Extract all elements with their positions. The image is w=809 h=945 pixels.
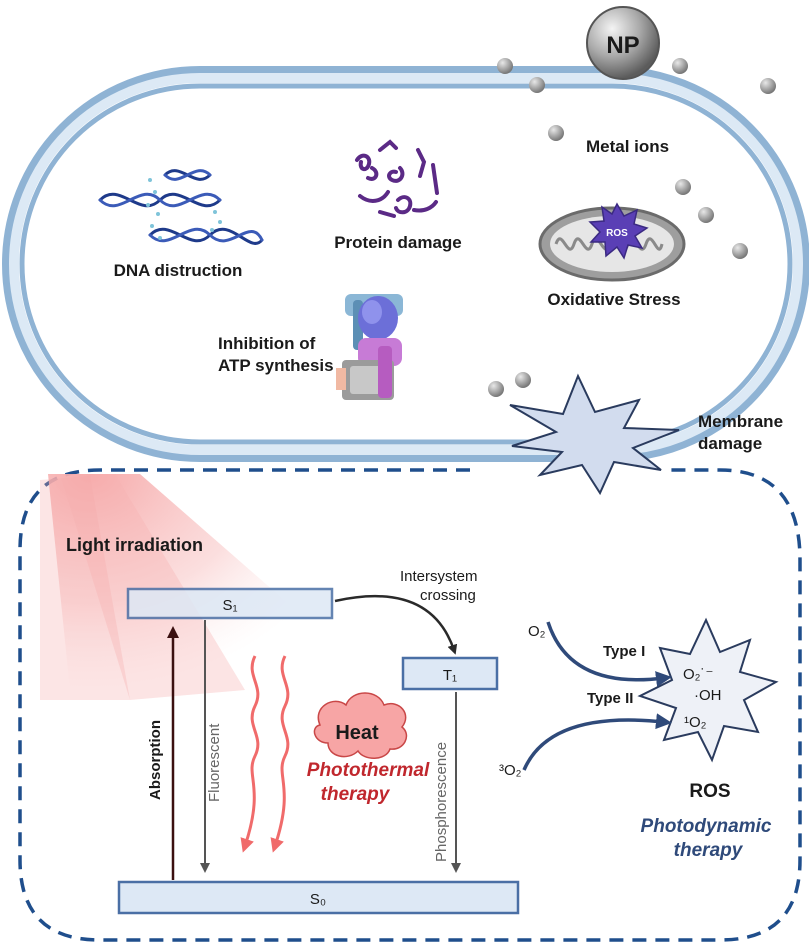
fluorescent-label: Fluorescent — [206, 723, 223, 802]
light-irradiation-label: Light irradiation — [66, 535, 203, 555]
photothermal-line1: Photothermal — [307, 760, 430, 781]
metal-ion — [529, 77, 545, 93]
phosphorescence-label: Phosphorescence — [433, 742, 450, 862]
dna-icon — [98, 169, 264, 245]
nanoparticle: NP — [586, 6, 660, 80]
s1-level: S₁ — [126, 587, 334, 620]
ros-star-icon — [637, 617, 779, 763]
photothermal-line2: therapy — [321, 784, 391, 805]
heat-cloud-icon: Heat — [313, 692, 408, 759]
isc-label-line2: crossing — [420, 587, 476, 604]
isc-label-line1: Intersystem — [400, 568, 478, 585]
ros-label: ROS — [689, 781, 730, 802]
ros-badge: ROS — [606, 228, 628, 239]
heat-label: Heat — [335, 722, 379, 744]
membrane-damage-line1: Membrane — [698, 412, 783, 431]
type1-arrow — [546, 621, 672, 687]
t1-label: T₁ — [443, 667, 457, 684]
light-rays — [40, 474, 330, 700]
bacterial-cell — [2, 66, 809, 462]
metal-ion — [515, 372, 531, 388]
metal-ion — [488, 381, 504, 397]
s1-label: S₁ — [222, 597, 237, 614]
s0-label: S₀ — [310, 891, 326, 908]
protein-icon — [355, 139, 439, 218]
np-label: NP — [606, 32, 639, 59]
atp-synthase-icon — [336, 294, 403, 400]
heat-arrows — [240, 655, 290, 853]
atp-label-line2: ATP synthesis — [218, 356, 334, 375]
atp-label-line1: Inhibition of — [218, 334, 316, 353]
metal-ions — [488, 58, 776, 397]
metal-ion — [698, 207, 714, 223]
protein-label: Protein damage — [334, 233, 462, 252]
metal-ion — [497, 58, 513, 74]
s0-level: S₀ — [117, 880, 520, 915]
singlet-oxygen-label: ¹O₂ — [684, 714, 707, 731]
o2-label: O₂ — [528, 623, 546, 640]
absorption-label: Absorption — [147, 720, 164, 800]
isc-arrow — [334, 594, 458, 655]
membrane-damage-burst-icon — [509, 373, 680, 496]
metal-ion — [672, 58, 688, 74]
photodynamic-line2: therapy — [674, 840, 744, 861]
metal-ion — [548, 125, 564, 141]
triplet-oxygen-label: ³O₂ — [499, 762, 522, 779]
metal-ions-label: Metal ions — [586, 137, 669, 156]
metal-ion — [732, 243, 748, 259]
dna-label: DNA distruction — [114, 261, 243, 280]
type2-arrow — [522, 713, 672, 771]
photo-panel — [18, 468, 802, 942]
type2-label: Type II — [587, 690, 633, 707]
type1-label: Type I — [603, 643, 645, 660]
metal-ion — [675, 179, 691, 195]
membrane-damage-line2: damage — [698, 434, 762, 453]
ros-burst-icon: ROS — [588, 202, 649, 260]
t1-level: T₁ — [401, 656, 499, 691]
superoxide-label: O₂˙⁻ — [683, 666, 713, 683]
oxidative-stress-label: Oxidative Stress — [547, 290, 680, 309]
photodynamic-line1: Photodynamic — [641, 816, 772, 837]
hydroxyl-label: ·OH — [694, 687, 722, 704]
metal-ion — [760, 78, 776, 94]
